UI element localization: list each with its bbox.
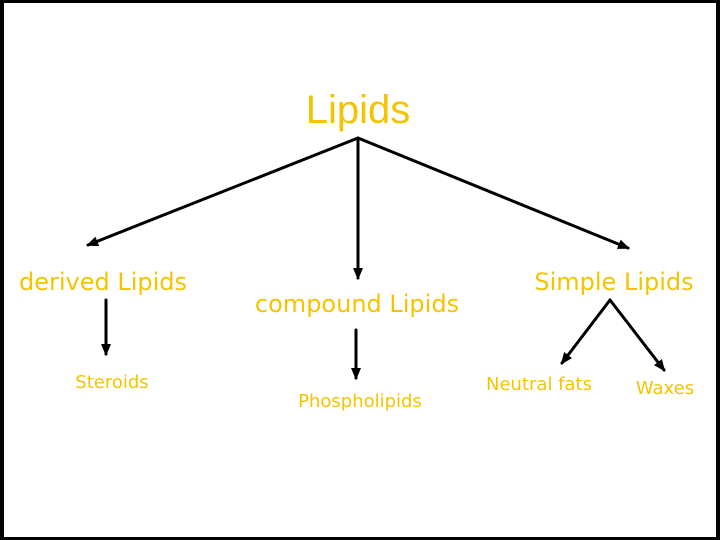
node-root-lipids: Lipids	[305, 88, 411, 132]
arrow-root-to-derived	[86, 136, 360, 247]
node-waxes: Waxes	[635, 378, 695, 399]
arrow-root-to-simple	[356, 136, 630, 250]
node-phospholipids: Phospholipids	[298, 391, 422, 412]
node-derived-lipids: derived Lipids	[18, 268, 188, 296]
node-neutral-fats: Neutral fats	[486, 374, 592, 395]
node-compound-lipids: compound Lipids	[254, 290, 460, 318]
node-steroids: Steroids	[75, 372, 149, 393]
arrow-simple-to-waxes	[608, 298, 666, 372]
node-simple-lipids: Simple Lipids	[534, 268, 694, 296]
arrow-simple-to-neutral-fats	[560, 298, 612, 365]
